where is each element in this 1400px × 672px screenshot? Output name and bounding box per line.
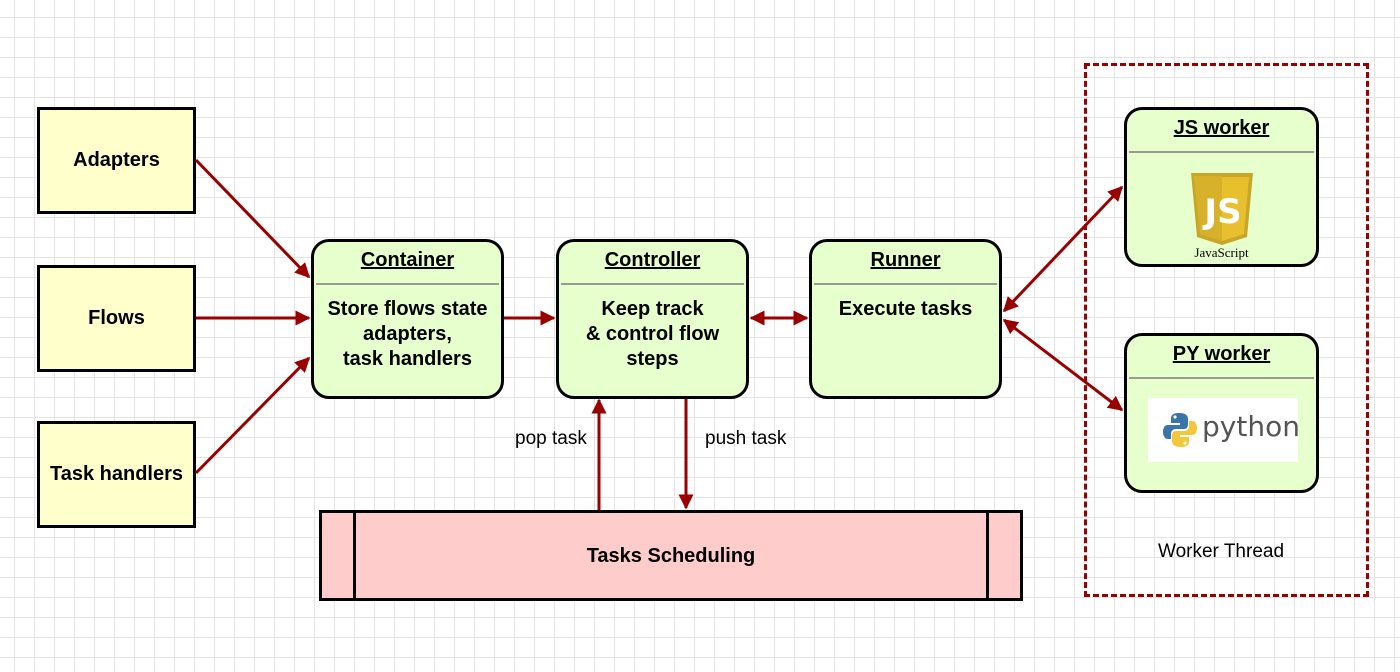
controller-divider bbox=[561, 283, 744, 285]
container-title: Container bbox=[360, 249, 455, 271]
push-task-label: push task bbox=[705, 428, 787, 449]
py-worker-title: PY worker bbox=[1172, 343, 1271, 365]
runner-description: Execute tasks bbox=[838, 298, 973, 320]
edge-task-handlers-to-container bbox=[194, 356, 311, 475]
controller-description: Keep track & control flow steps bbox=[585, 298, 720, 370]
flows-label: Flows bbox=[88, 307, 145, 329]
controller-title: Controller bbox=[604, 249, 701, 271]
python-logo-icon bbox=[1163, 413, 1197, 447]
scheduler-left-bar bbox=[353, 513, 356, 598]
adapters-label: Adapters bbox=[73, 149, 160, 171]
pop-task-label: pop task bbox=[515, 428, 587, 449]
edge-adapters-to-container bbox=[194, 158, 311, 279]
container-description: Store flows state adapters, task handler… bbox=[327, 298, 488, 370]
tasks-scheduling-node: Tasks Scheduling bbox=[319, 510, 1023, 601]
js-worker-title: JS worker bbox=[1173, 117, 1270, 139]
controller-node: Controller Keep track & control flow ste… bbox=[556, 239, 749, 399]
py-worker-node: PY worker python bbox=[1124, 333, 1319, 493]
edge-runner-js-worker bbox=[1002, 185, 1124, 313]
container-divider bbox=[316, 283, 499, 285]
runner-title: Runner bbox=[870, 249, 941, 271]
flows-box: Flows bbox=[37, 265, 196, 372]
scheduler-right-bar bbox=[986, 513, 989, 598]
runner-divider bbox=[814, 283, 997, 285]
task-handlers-box: Task handlers bbox=[37, 421, 196, 528]
js-worker-divider bbox=[1129, 151, 1314, 153]
container-node: Container Store flows state adapters, ta… bbox=[311, 239, 504, 399]
py-worker-divider bbox=[1129, 377, 1314, 379]
js-worker-node: JS worker JS JavaScript bbox=[1124, 107, 1319, 267]
javascript-logo-text: JavaScript bbox=[1194, 245, 1249, 260]
runner-node: Runner Execute tasks bbox=[809, 239, 1002, 399]
worker-thread-label: Worker Thread bbox=[1158, 541, 1285, 562]
javascript-logo-icon: JS bbox=[1190, 173, 1254, 245]
edge-runner-py-worker bbox=[1002, 318, 1124, 412]
js-logo-letters: JS bbox=[1202, 192, 1241, 232]
adapters-box: Adapters bbox=[37, 107, 196, 214]
python-logo-text: python bbox=[1202, 410, 1300, 443]
tasks-scheduling-label: Tasks Scheduling bbox=[586, 545, 756, 567]
python-logo-panel: python bbox=[1148, 398, 1300, 462]
task-handlers-label: Task handlers bbox=[49, 463, 184, 485]
